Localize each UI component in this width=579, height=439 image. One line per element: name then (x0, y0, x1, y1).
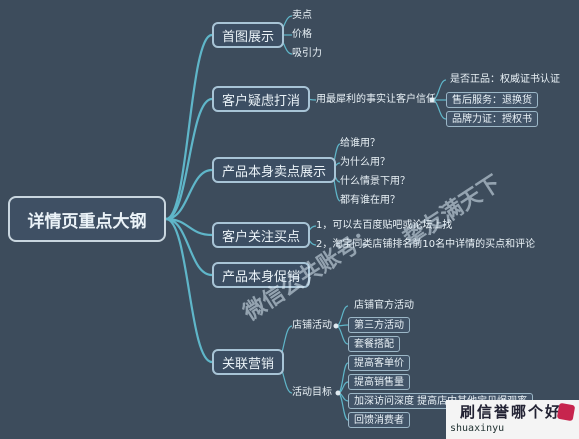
leaf-attraction: 吸引力 (292, 48, 322, 59)
root-node[interactable]: 详情页重点大钢 (8, 196, 166, 242)
store-activity-connector (335, 325, 349, 345)
leaf-raise-order-value: 提高客单价 (348, 355, 410, 371)
leaf-authentic: 是否正品：权威证书认证 (450, 74, 560, 85)
leaf-bundle-deal: 套餐搭配 (348, 336, 400, 352)
leaf-raise-sales: 提高销售量 (348, 374, 410, 390)
leaf-trust-facts: 用最犀利的事实让客户信任 (316, 94, 436, 105)
leaf-selling-point: 卖点 (292, 10, 312, 21)
group-activity-goal: 活动目标 (292, 387, 332, 398)
leaf-why-use: 为什么用？ (340, 157, 390, 168)
leaf-for-whom: 给谁用？ (340, 138, 380, 149)
root-connector (165, 217, 213, 364)
leaf-reward-consumers: 回馈消费者 (348, 412, 410, 428)
root-connector (165, 217, 213, 277)
branch-customer-concerns[interactable]: 客户关注买点 (212, 222, 311, 248)
brand-badge: 刷信誉哪个好 shuaxinyu (446, 400, 579, 439)
connector-dot (335, 390, 341, 396)
root-connector (165, 33, 213, 221)
branch-product-selling-points[interactable]: 产品本身卖点展示 (212, 157, 337, 183)
branch-related-marketing[interactable]: 关联营销 (212, 349, 285, 375)
root-connector (165, 168, 213, 221)
branch-dispel-doubts[interactable]: 客户疑虑打消 (212, 86, 311, 112)
seal-icon (556, 402, 576, 422)
leaf-official-activity: 店铺官方活动 (354, 300, 414, 311)
leaf-taobao-top10: 2，淘宝同类店铺排名前10名中详情的买点和评论 (316, 239, 536, 250)
group-store-activity: 店铺活动 (292, 320, 332, 331)
connector-dot (429, 97, 435, 103)
leaf-brand-proof: 品牌力证：授权书 (446, 111, 538, 127)
store-activity-connector (335, 305, 349, 327)
leaf-price: 价格 (292, 29, 312, 40)
root-connector (165, 97, 213, 221)
brand-name: 刷信誉哪个好 (460, 403, 563, 421)
connector-dot (333, 323, 339, 329)
branch-first-image[interactable]: 首图展示 (212, 22, 285, 48)
leaf-who-uses: 都有谁在用？ (340, 195, 400, 206)
leaf-after-sales: 售后服务：退换货 (446, 92, 538, 108)
branch-product-promotion[interactable]: 产品本身促销 (212, 262, 311, 288)
leaf-what-scenario: 什么情景下用？ (340, 176, 410, 187)
leaf-baidu-forum: 1，可以去百度贴吧或论坛上找 (316, 220, 453, 231)
leaf-third-party-activity: 第三方活动 (348, 317, 410, 333)
brand-url: shuaxinyu (450, 423, 505, 434)
